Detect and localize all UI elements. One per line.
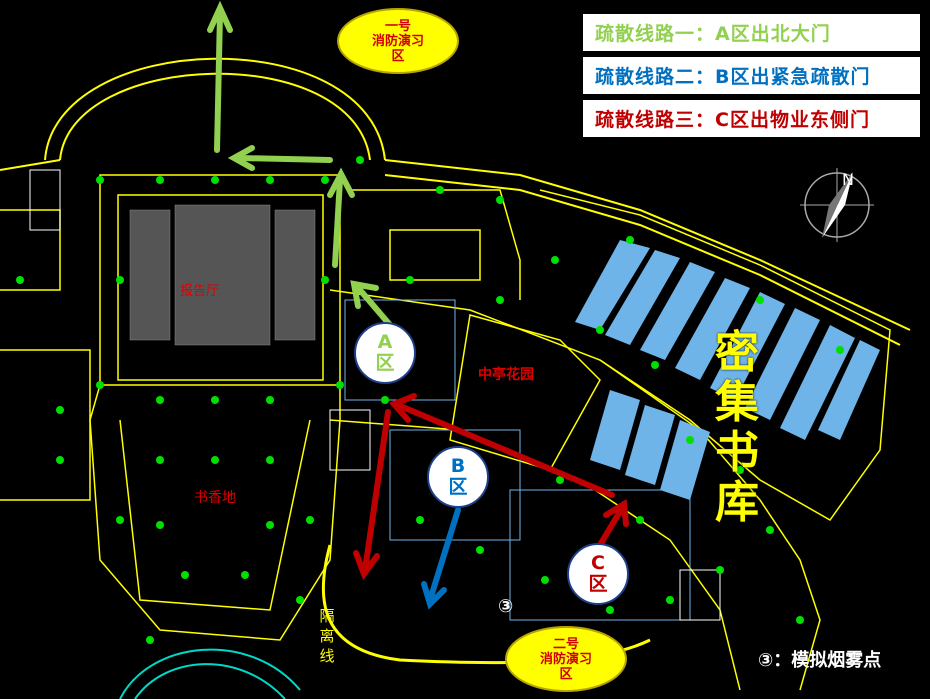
dense-stacks-char-2: 集 [715,377,759,428]
drill-zone-2: 二号 消防演习 区 [505,626,627,692]
area-b-letter: B [450,455,466,477]
drill-zone-1-line3: 区 [391,48,405,64]
drill-zone-2-line1: 二号 [552,636,579,652]
drill-zone-1: 一号 消防演习 区 [337,8,459,74]
area-a-letter: A [377,331,393,353]
dense-stacks-label: 密 集 书 库 [712,328,762,528]
smoke-point-marker: ③ [498,596,514,617]
legend-route2: 疏散线路二：B区出紧急疏散门 [583,57,920,94]
area-c-marker: C 区 [567,543,629,605]
smoke-point-legend: ③：模拟烟雾点 [758,650,882,671]
hall-block [0,174,521,641]
structural-columns [16,156,844,644]
north-arc-outline [0,57,911,346]
route3-arrows [353,393,629,581]
garden-label: 中亭花园 [478,367,534,383]
drill-zone-2-line2: 消防演习 [539,651,592,667]
isolation-char-2: 离 [319,627,335,645]
legend-route2-text: 疏散线路二：B区出紧急疏散门 [595,66,871,88]
dense-stack-shelves [575,240,880,500]
isolation-char-1: 隔 [319,607,335,625]
stairs [29,169,721,621]
isolation-line-label: 隔 离 线 [318,606,336,666]
legend-route1-text: 疏散线路一：A区出北大门 [595,23,831,45]
hall-label: 报告厅 [180,284,220,299]
drill-zone-1-line2: 消防演习 [371,33,424,49]
south-entry-arc [119,648,301,699]
dense-stacks-char-3: 书 [715,427,759,478]
isolation-char-3: 线 [319,647,335,665]
bookland-label: 书香地 [194,490,236,506]
area-a-suffix: 区 [375,352,395,374]
dense-stacks-char-4: 库 [715,477,759,528]
area-c-letter: C [591,552,605,574]
drill-zone-2-line3: 区 [559,666,573,682]
route2-arrows [421,507,461,610]
hall-seating [129,204,316,346]
area-a-marker: A 区 [354,322,416,384]
area-b-suffix: 区 [448,476,468,498]
north-compass [800,168,874,242]
area-b-marker: B 区 [427,446,489,508]
legend-route3-text: 疏散线路三：C区出物业东侧门 [595,109,870,131]
dense-stacks-char-1: 密 [715,327,759,378]
route1-arrows [207,0,393,328]
area-c-suffix: 区 [588,573,608,595]
legend-route3: 疏散线路三：C区出物业东侧门 [583,100,920,137]
drill-zone-1-line1: 一号 [384,18,411,34]
north-label: N [842,170,854,189]
legend-route1: 疏散线路一：A区出北大门 [583,14,920,51]
